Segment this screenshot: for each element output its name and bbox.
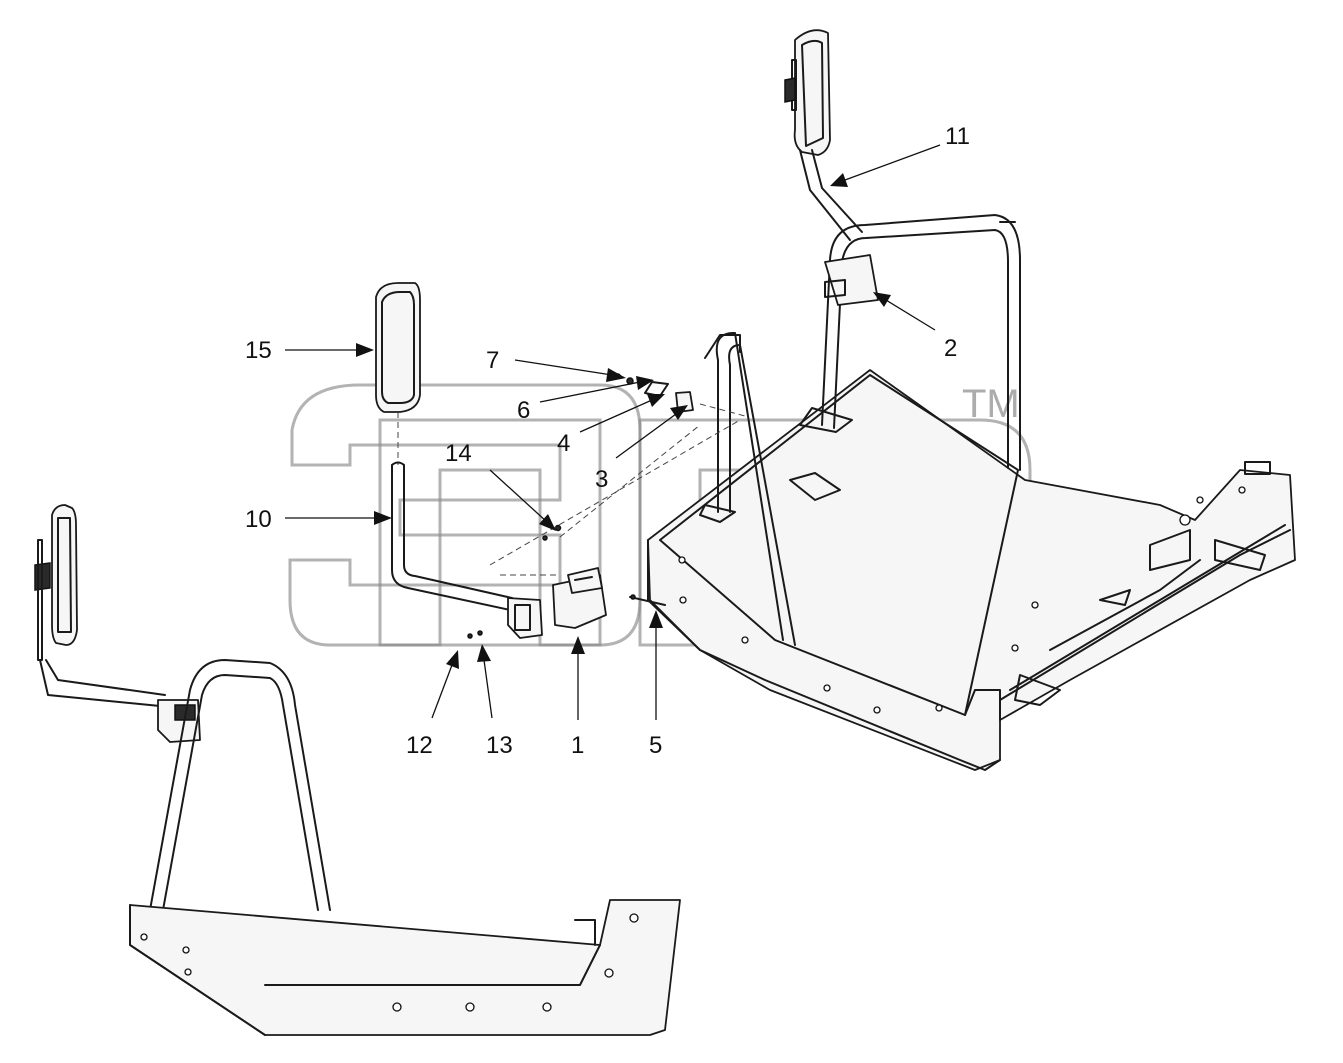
arm-10 bbox=[391, 461, 543, 639]
callout-12: 12 bbox=[406, 732, 433, 759]
assembly-dash-lines bbox=[489, 403, 746, 576]
rollbar-left bbox=[149, 659, 331, 911]
callout-15: 15 bbox=[245, 337, 272, 364]
mirror-assembly-left bbox=[34, 504, 201, 743]
rollbar-right bbox=[821, 214, 1021, 471]
side-panel-left bbox=[129, 899, 681, 1036]
bracket-1 bbox=[552, 567, 607, 629]
callout-13: 13 bbox=[486, 732, 513, 759]
mirror-15 bbox=[375, 282, 421, 413]
callout-1: 1 bbox=[571, 732, 584, 759]
callout-10: 10 bbox=[245, 506, 272, 533]
mirror-assembly-right bbox=[784, 29, 879, 306]
leaders bbox=[285, 144, 941, 720]
machine-frame bbox=[647, 369, 1296, 771]
handle-bar bbox=[704, 331, 796, 646]
callout-11: 11 bbox=[945, 123, 970, 150]
callout-14: 14 bbox=[445, 440, 472, 467]
callout-2: 2 bbox=[944, 335, 957, 362]
callout-3: 3 bbox=[595, 466, 608, 493]
callout-4: 4 bbox=[557, 430, 570, 457]
callout-5: 5 bbox=[649, 732, 662, 759]
watermark-tm: TM bbox=[962, 382, 1020, 426]
callout-7: 7 bbox=[486, 347, 499, 374]
callout-6: 6 bbox=[517, 397, 530, 424]
callout-labels: 15 10 7 6 4 3 14 12 13 1 5 11 2 bbox=[245, 123, 970, 759]
